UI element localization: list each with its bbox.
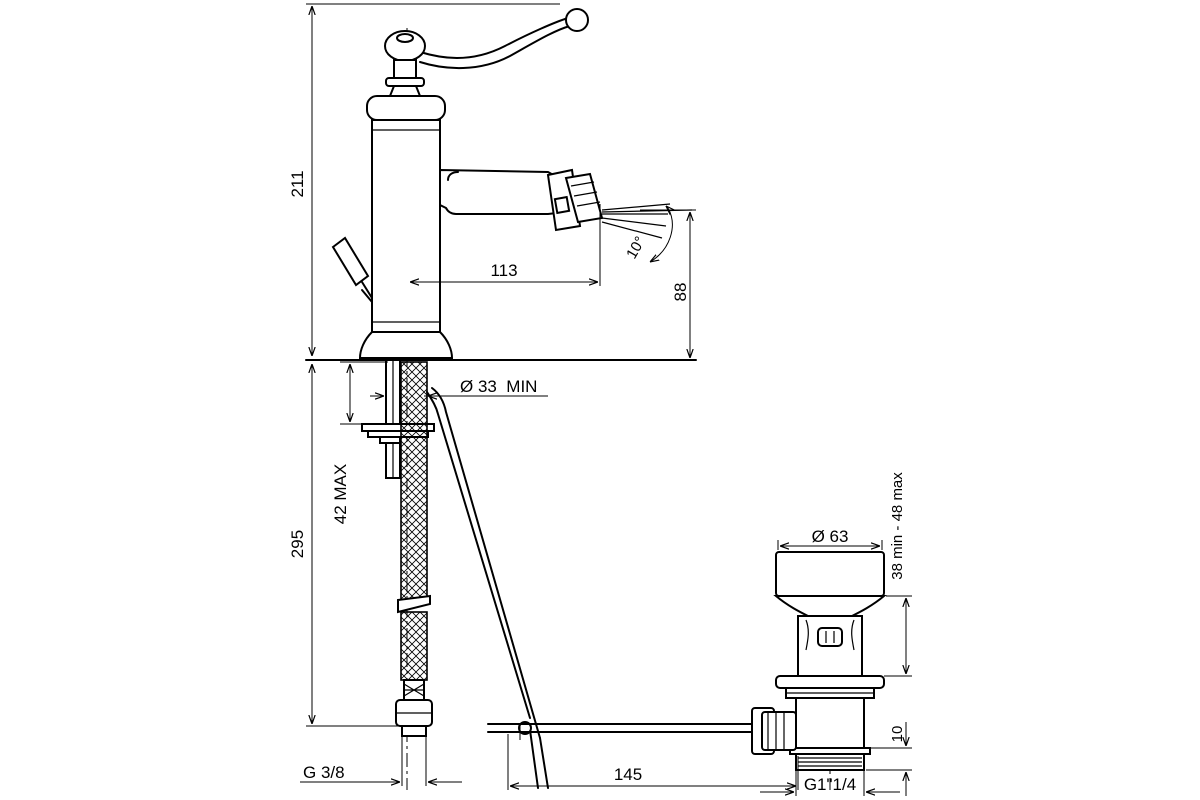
- label-spout-height: 88: [671, 283, 690, 302]
- label-total-height: 211: [288, 170, 307, 197]
- lever-knob: [565, 8, 589, 32]
- faucet-body: [331, 8, 604, 790]
- label-inlet-thread: G 3/8: [303, 763, 345, 782]
- drain-assembly: [751, 551, 887, 790]
- label-max-deck-thickness: 42 MAX: [331, 464, 350, 524]
- drain-rod: [426, 387, 549, 789]
- label-hole-diameter: Ø 33 MIN: [460, 377, 537, 396]
- label-drain-bottom: 10: [889, 726, 906, 743]
- label-spray-angle: 10°: [623, 234, 649, 262]
- dimension-lines: [300, 3, 912, 796]
- label-drain-diameter: Ø 63: [812, 527, 849, 546]
- mounting-kit: [361, 359, 435, 479]
- label-drain-thickness-range: 38 min - 48 max: [889, 472, 906, 580]
- horizontal-rod: [487, 723, 753, 740]
- label-hose-length: 295: [288, 530, 307, 558]
- flexible-hose: [395, 361, 433, 737]
- label-drain-thread: G1"1/4: [804, 775, 856, 794]
- label-drain-offset: 145: [614, 765, 642, 784]
- dimension-labels: 211 113 88 10° Ø 33 MIN 42 MAX 295 G 3/8…: [288, 170, 906, 794]
- label-spout-reach: 113: [490, 261, 517, 280]
- spray-cone: [601, 203, 693, 262]
